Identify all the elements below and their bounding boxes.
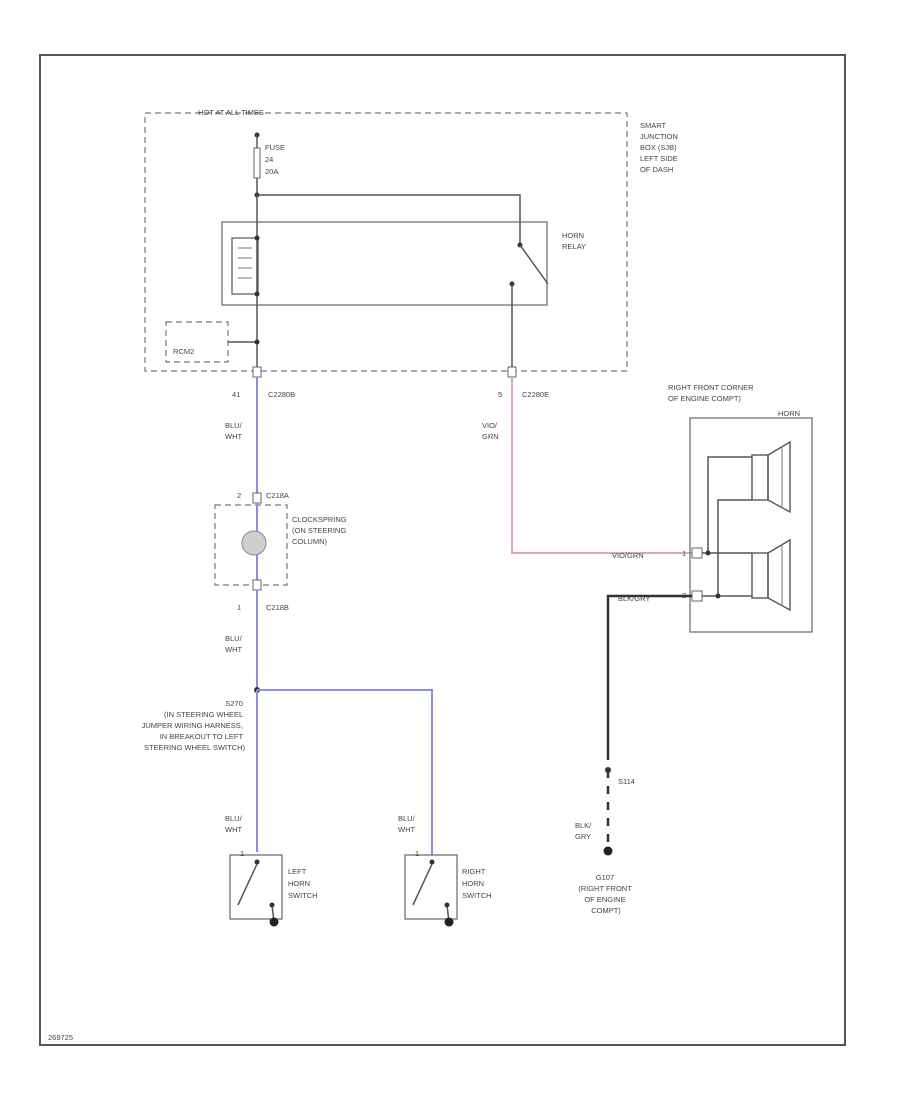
g107-label: G107 (RIGHT FRONT OF ENGINE COMPT) bbox=[578, 873, 634, 915]
vio-grn-label: VIO/ GRN bbox=[482, 421, 499, 441]
horn-relay bbox=[221, 221, 548, 306]
fuse-label: FUSE 24 20A bbox=[265, 143, 287, 176]
blu-wht-label-3: BLU/ WHT bbox=[225, 814, 244, 834]
left-switch-contact-icon bbox=[237, 863, 258, 906]
relay-switch-contact-icon bbox=[519, 244, 549, 285]
right-switch-ground-icon bbox=[444, 917, 454, 927]
blu-wht-branch-right bbox=[257, 689, 433, 855]
horn-speaker-upper-icon bbox=[751, 440, 791, 514]
vio-grn-wire bbox=[511, 377, 700, 554]
horn-connector-1 bbox=[691, 547, 703, 559]
right-switch-top-dot bbox=[429, 859, 435, 865]
blk-gry-wire bbox=[606, 594, 692, 760]
right-switch-ground-dot bbox=[444, 902, 450, 908]
right-switch-contact-icon bbox=[412, 863, 433, 906]
relay-coil-bottom-dot bbox=[254, 291, 260, 297]
horn-label: HORN bbox=[778, 409, 800, 418]
relay-coil-top-dot bbox=[254, 235, 260, 241]
hot-at-all-times-label: HOT AT ALL TIMES bbox=[198, 108, 264, 117]
left-switch-pin-label: 1 bbox=[240, 849, 244, 858]
c218a-pin-label: 2 bbox=[237, 491, 241, 500]
c2280b-pin-label: 41 bbox=[232, 390, 240, 399]
c218a-label: C218A bbox=[266, 491, 289, 500]
sjb-location-label: SMART JUNCTION BOX (SJB) LEFT SIDE OF DA… bbox=[640, 121, 680, 174]
left-switch-ground-dot bbox=[269, 902, 275, 908]
rcm2-junction-dot bbox=[254, 339, 260, 345]
connector-c2280e bbox=[507, 366, 517, 378]
horn-assembly bbox=[689, 417, 813, 633]
horn-pin-1-label: 1 bbox=[682, 549, 686, 558]
clockspring-icon bbox=[241, 530, 267, 556]
left-switch-ground-icon bbox=[269, 917, 279, 927]
clockspring-label: CLOCKSPRING (ON STEERING COLUMN) bbox=[292, 515, 349, 546]
relay-switch-supply-wire bbox=[257, 194, 521, 245]
horn-internal-wire-a bbox=[702, 456, 752, 554]
horn-location-label: RIGHT FRONT CORNER OF ENGINE COMPT) bbox=[668, 383, 756, 403]
s114-label: S114 bbox=[618, 777, 635, 786]
horn-connector-2 bbox=[691, 590, 703, 602]
blu-wht-label-1: BLU/ WHT bbox=[225, 421, 244, 441]
c2280e-pin-label: 5 bbox=[498, 390, 502, 399]
connector-c218b bbox=[252, 579, 262, 591]
s270-label: S270 (IN STEERING WHEEL JUMPER WIRING HA… bbox=[142, 699, 246, 752]
connector-c2280b bbox=[252, 366, 262, 378]
c218b-pin-label: 1 bbox=[237, 603, 241, 612]
fuse-element bbox=[253, 147, 261, 179]
diagram-code: 269725 bbox=[48, 1033, 73, 1042]
left-switch-label: LEFT HORN SWITCH bbox=[288, 867, 318, 900]
relay-coil-winding bbox=[238, 247, 252, 279]
blu-wht-label-2: BLU/ WHT bbox=[225, 634, 244, 654]
c2280e-label: C2280E bbox=[522, 390, 549, 399]
left-horn-switch bbox=[229, 854, 283, 920]
horn-vio-grn-label: VIO/GRN bbox=[612, 551, 644, 560]
right-horn-switch bbox=[404, 854, 458, 920]
ground-g107-icon bbox=[603, 846, 613, 856]
left-switch-top-dot bbox=[254, 859, 260, 865]
rcm2-module bbox=[165, 321, 229, 363]
right-switch-pin-label: 1 bbox=[415, 849, 419, 858]
horn-speaker-lower-icon bbox=[751, 538, 791, 612]
connector-c218a bbox=[252, 492, 262, 504]
horn-junction-dot-2 bbox=[715, 593, 721, 599]
horn-blk-gry-label: BLK/GRY bbox=[618, 594, 650, 603]
clockspring-boundary bbox=[214, 504, 288, 586]
right-switch-label: RIGHT HORN SWITCH bbox=[462, 867, 492, 900]
horn-relay-label: HORN RELAY bbox=[562, 231, 586, 251]
horn-junction-dot-1 bbox=[705, 550, 711, 556]
blu-wht-label-4: BLU/ WHT bbox=[398, 814, 417, 834]
diagram-frame bbox=[39, 54, 846, 1046]
rcm2-label: RCM2 bbox=[173, 347, 194, 356]
sjb-boundary bbox=[144, 112, 628, 372]
blk-gry-ground-label: BLK/ GRY bbox=[575, 821, 593, 841]
horn-internal-wire-b bbox=[702, 499, 752, 597]
relay-coil-icon bbox=[231, 237, 259, 295]
c2280b-label: C2280B bbox=[268, 390, 295, 399]
c218b-label: C218B bbox=[266, 603, 289, 612]
